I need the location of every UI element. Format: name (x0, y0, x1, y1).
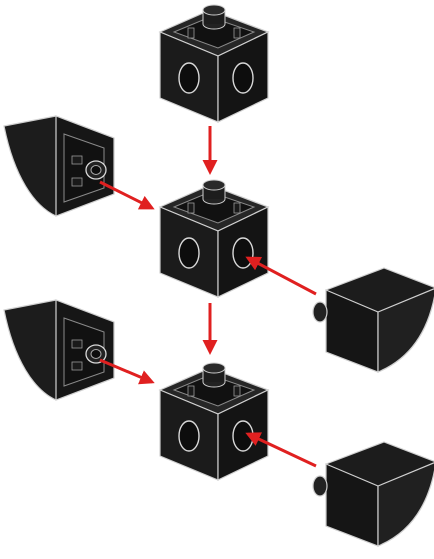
arrow-left-lower (99, 358, 155, 385)
brick-bottom (159, 362, 269, 481)
brick-top (159, 4, 269, 123)
arrow-left-upper (99, 180, 155, 210)
slope-left-upper (3, 115, 115, 217)
slope-right-lower (312, 441, 434, 547)
arrow-right-lower (245, 432, 317, 468)
arrow-right-upper (245, 256, 317, 296)
brick-middle (159, 179, 269, 298)
slope-right-upper (312, 267, 434, 373)
slope-left-lower (3, 299, 115, 401)
